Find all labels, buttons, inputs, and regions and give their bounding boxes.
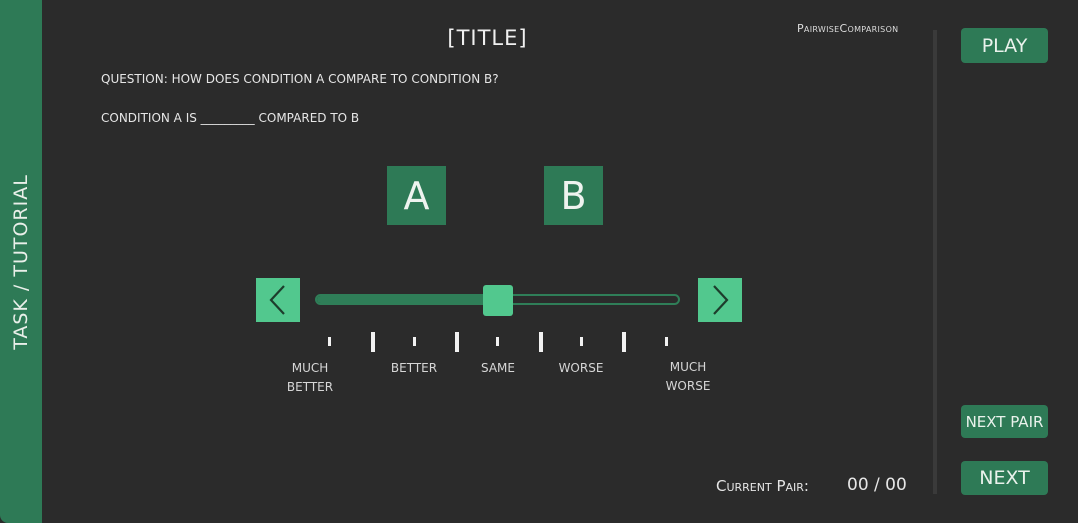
scale-label-same: SAME [481,361,515,375]
next-button[interactable]: NEXT [961,461,1048,495]
question-text: QUESTION: HOW DOES CONDITION A COMPARE T… [101,72,499,86]
scale-tick [413,337,416,346]
scale-tick [622,332,626,352]
chevron-right-icon [713,285,729,315]
scale-tick [665,337,668,346]
slider-left-button[interactable] [256,278,300,322]
scale-tick [539,332,543,352]
slider-fill [317,296,498,303]
scale-label-worse: WORSE [558,361,604,375]
condition-b-box: B [544,166,603,225]
scale-tick [496,337,499,346]
sidebar-label: TASK / TUTORIAL [10,174,32,350]
statement-text: CONDITION A IS _________ COMPARED TO B [101,111,360,125]
next-pair-button[interactable]: NEXT PAIR [961,405,1048,438]
slider-right-button[interactable] [698,278,742,322]
play-button[interactable]: PLAY [961,28,1048,63]
page-title: [TITLE] [447,26,528,50]
scale-label-much-worse: MUCH WORSE [665,360,711,393]
chevron-left-icon [269,285,285,315]
scale-tick [455,332,459,352]
scale-label-much-better: MUCH BETTER [286,361,334,394]
sidebar[interactable]: TASK / TUTORIAL [0,0,42,523]
scale-tick [580,337,583,346]
divider [933,30,937,494]
slider-handle[interactable] [483,285,513,316]
scale-label-better: BETTER [390,361,438,375]
app-name: PairwiseComparison [797,22,899,35]
scale-tick [371,332,375,352]
condition-a-box: A [387,166,446,225]
scale-tick [328,337,331,346]
current-pair-count: 00 / 00 [847,475,907,495]
current-pair-label: Current Pair: [716,477,809,495]
